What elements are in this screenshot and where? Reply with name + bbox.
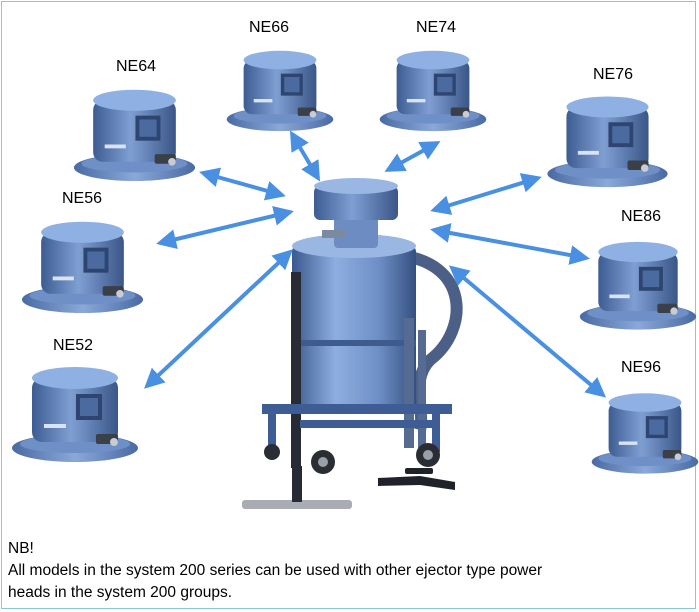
central-vacuum-unit	[242, 178, 463, 509]
arrow-ne96	[448, 265, 607, 398]
arrow-ne76	[430, 173, 542, 215]
connection-arrows	[144, 130, 607, 398]
model-label-ne86: NE86	[621, 208, 662, 225]
power-head-ne64	[73, 89, 196, 182]
footnote-line-1: All models in the system 200 series can …	[8, 562, 543, 579]
model-label-ne66: NE66	[249, 19, 290, 36]
model-label-ne52: NE52	[53, 337, 94, 354]
power-head-ne76	[547, 96, 668, 188]
arrow-ne74	[384, 141, 441, 172]
footnote-line-2: heads in the system 200 groups.	[8, 584, 233, 601]
power-head-ne66	[226, 50, 334, 132]
model-label-ne56: NE56	[62, 190, 103, 207]
arrow-ne52	[144, 249, 293, 389]
arrow-ne56	[156, 205, 294, 250]
model-label-ne76: NE76	[593, 66, 634, 83]
power-head-ne56	[21, 221, 144, 314]
model-label-ne64: NE64	[116, 58, 157, 75]
arrow-ne66	[289, 130, 321, 182]
power-head-ne96	[591, 393, 699, 474]
model-label-ne96: NE96	[621, 359, 662, 376]
power-head-ne52	[12, 367, 138, 462]
footnote: NB! All models in the system 200 series …	[8, 538, 688, 604]
arrow-ne86	[430, 223, 590, 265]
power-head-ne74	[379, 50, 487, 132]
footnote-heading: NB!	[8, 540, 34, 557]
power-head-ne86	[579, 241, 697, 330]
model-label-ne74: NE74	[416, 19, 457, 36]
arrow-ne64	[199, 167, 286, 201]
